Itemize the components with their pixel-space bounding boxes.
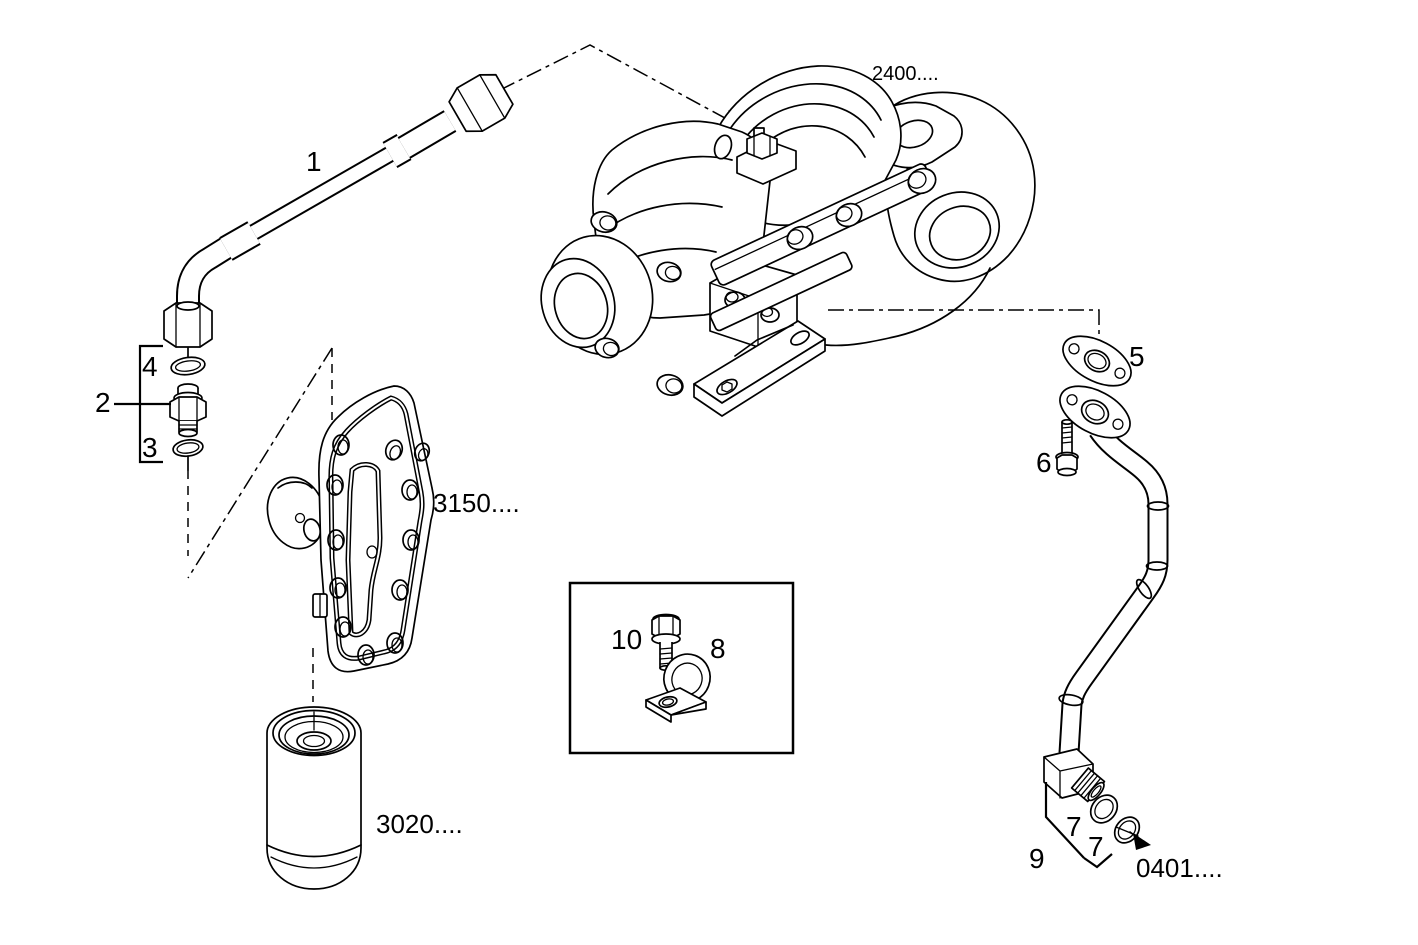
detail-box-parts-8-10 — [568, 581, 795, 755]
arrow-to-crankcase — [1129, 831, 1151, 850]
heat-exchanger-3150 — [266, 385, 435, 673]
oil-feed-pipe-part1 — [163, 73, 514, 348]
bolt-part6 — [1055, 418, 1079, 477]
oil-filter-3020 — [266, 706, 362, 890]
turbocharger-2400 — [540, 65, 1036, 417]
assembly-reference-codes: 2400.... 3150.... 3020.... 0401.... — [376, 63, 1223, 883]
callout-part-7a: 7 — [1066, 811, 1082, 842]
bolt-part10 — [651, 613, 681, 672]
pipe-upper-hex-nut — [448, 73, 514, 133]
callout-part-9: 9 — [1029, 843, 1045, 874]
oil-inlet-port — [713, 134, 733, 160]
ref-code-oil-filter: 3020.... — [376, 809, 463, 839]
ref-code-crankcase: 0401.... — [1136, 853, 1223, 883]
drain-union-fitting — [1070, 767, 1106, 803]
flange-lug-bolts — [590, 210, 684, 397]
callout-part-6: 6 — [1036, 447, 1052, 478]
bar-bolts — [786, 167, 937, 251]
callout-part-5: 5 — [1129, 341, 1145, 372]
callout-part-7b: 7 — [1088, 831, 1104, 862]
bracket-parts-7 — [1083, 853, 1113, 869]
seal-ring-part3 — [172, 438, 204, 458]
ref-code-turbocharger: 2400.... — [872, 63, 939, 85]
callout-part-4: 4 — [142, 351, 158, 382]
arrowhead-icon — [1133, 833, 1151, 850]
oil-drain-pipe-part9 — [1043, 385, 1170, 869]
turbo-base-plate — [693, 320, 826, 417]
callout-part-8: 8 — [710, 633, 726, 664]
callout-part-1: 1 — [306, 146, 322, 177]
seal-ring-part7a — [1089, 794, 1119, 824]
gasket-part5 — [1062, 335, 1132, 387]
callout-part-10: 10 — [611, 624, 642, 655]
pipe-clamp-part8 — [645, 653, 711, 723]
cooler-side-boss — [266, 476, 326, 550]
drain-pipe-flange — [1059, 385, 1131, 439]
callout-part-3: 3 — [142, 432, 158, 463]
seal-ring-part4 — [170, 356, 206, 376]
pipe-lower-hex-nut — [163, 301, 213, 348]
callout-part-2: 2 — [95, 387, 111, 418]
cooler-bolt-holes — [326, 434, 431, 666]
union-fitting-part2 — [169, 383, 207, 438]
leader-part9 — [1044, 782, 1085, 859]
ref-code-heat-exchanger: 3150.... — [433, 488, 520, 518]
callout-labels: 1 2 4 3 5 6 7 7 8 9 10 — [95, 146, 1145, 874]
